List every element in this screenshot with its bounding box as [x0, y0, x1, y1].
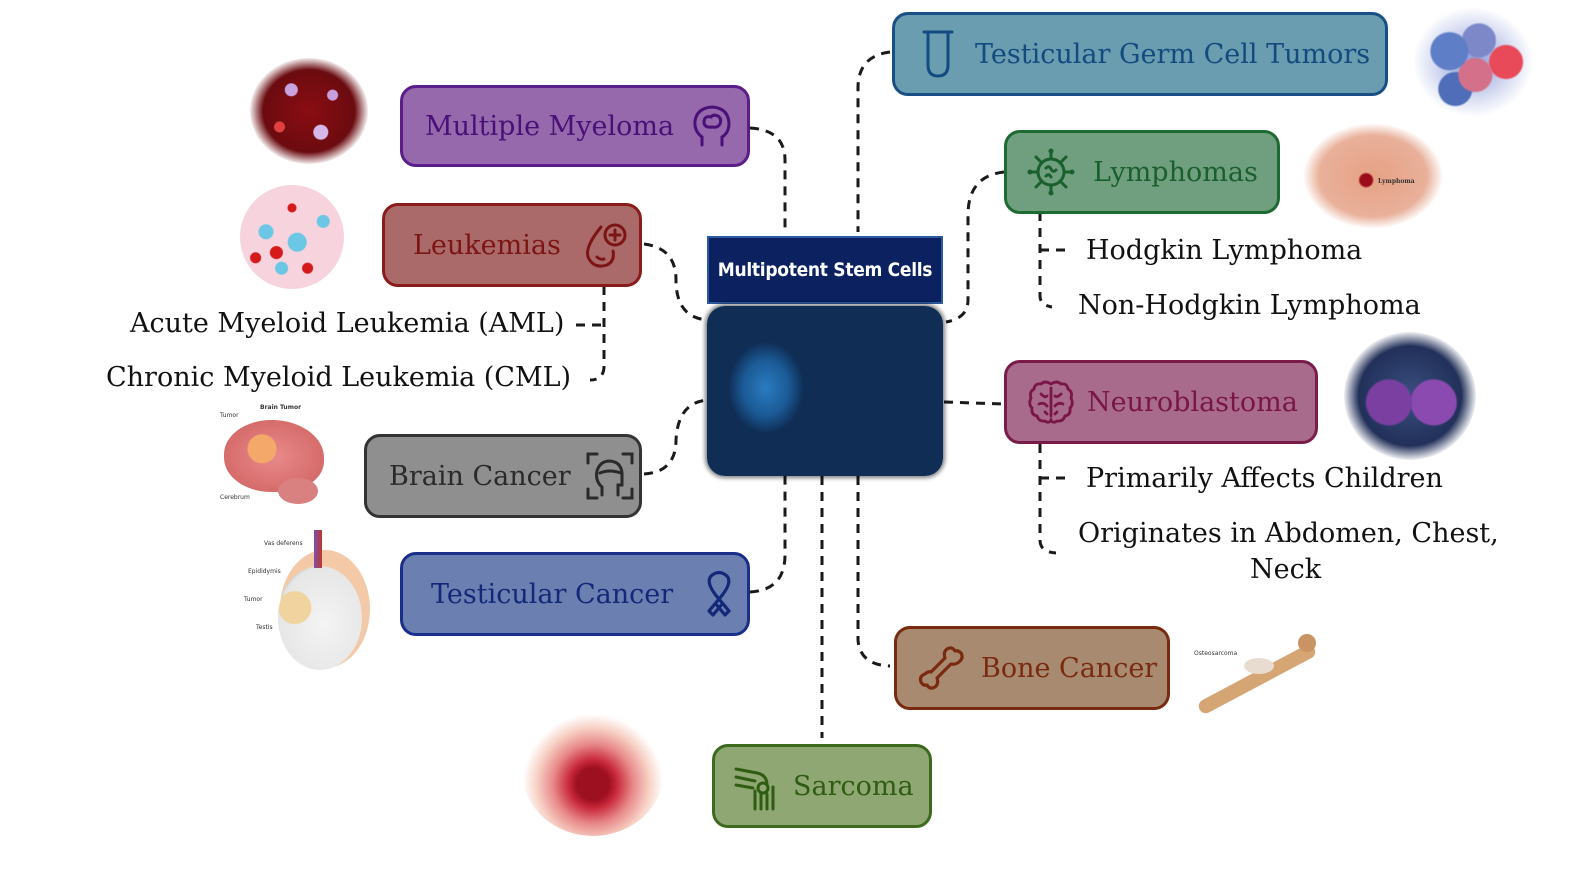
- connector-leukemia-subs: [589, 286, 606, 382]
- brain-tumor-image: Brain Tumor Tumor Cerebrum: [218, 404, 330, 506]
- neuroblastoma-image: [1344, 332, 1476, 460]
- connector-bone-cancer: [856, 476, 891, 668]
- node-label: Bone Cancer: [981, 652, 1158, 684]
- connector-neuroblastoma: [943, 400, 1005, 406]
- connector-brain-cancer: [643, 398, 709, 476]
- connector-testicular-cancer: [749, 476, 787, 594]
- germ-cell-tumor-image: [1414, 8, 1532, 116]
- node-label: Neuroblastoma: [1087, 386, 1298, 418]
- lymphoma-image: Lymphoma: [1304, 124, 1442, 228]
- sarcoma-image: [522, 706, 664, 836]
- connector-lymphomas: [945, 170, 1005, 324]
- brain-image-label-cerebrum: Cerebrum: [220, 494, 250, 501]
- testis-label-tumor: Tumor: [244, 596, 263, 603]
- node-bone-cancer[interactable]: Bone Cancer: [894, 626, 1170, 710]
- node-label: Lymphomas: [1093, 156, 1258, 188]
- blood-drop-plus-icon: [585, 223, 627, 268]
- stem-cells-image: [707, 306, 943, 476]
- subitem-non-hodgkin: Non-Hodgkin Lymphoma: [1078, 290, 1421, 321]
- multiple-myeloma-image: [250, 58, 368, 164]
- node-label: Sarcoma: [793, 770, 914, 802]
- node-lymphomas[interactable]: Lymphomas: [1004, 130, 1280, 214]
- node-sarcoma[interactable]: Sarcoma: [712, 744, 932, 828]
- center-title: Multipotent Stem Cells: [707, 236, 943, 304]
- connector-testicular-germ-cell: [856, 50, 891, 232]
- subitem-aml: Acute Myeloid Leukemia (AML): [130, 308, 565, 339]
- bone-icon: [918, 646, 964, 690]
- testis-anatomy-image: Vas deferens Epididymis Tumor Testis: [242, 530, 374, 676]
- subitem-cml: Chronic Myeloid Leukemia (CML): [106, 362, 572, 393]
- testis-label-vas: Vas deferens: [264, 540, 303, 547]
- brain-icon: [1028, 380, 1074, 424]
- awareness-ribbon-icon: [707, 570, 731, 617]
- subitem-originates-in: Originates in Abdomen, Chest,: [1078, 518, 1499, 549]
- testis-label-testis: Testis: [256, 624, 273, 631]
- subitem-hodgkin: Hodgkin Lymphoma: [1086, 235, 1363, 266]
- brain-image-title: Brain Tumor: [260, 404, 302, 411]
- head-scan-icon: [586, 452, 634, 500]
- connector-multiple-myeloma: [749, 126, 787, 232]
- node-testicular-cancer[interactable]: Testicular Cancer: [400, 552, 750, 636]
- node-neuroblastoma[interactable]: Neuroblastoma: [1004, 360, 1318, 444]
- test-tube-icon: [922, 30, 954, 78]
- lymphoma-image-label: Lymphoma: [1378, 178, 1415, 185]
- node-brain-cancer[interactable]: Brain Cancer: [364, 434, 642, 518]
- leukemia-image: [240, 185, 344, 289]
- node-label: Multiple Myeloma: [425, 110, 675, 142]
- node-label: Testicular Germ Cell Tumors: [975, 38, 1371, 70]
- subitem-originates-in-line2: Neck: [1250, 554, 1322, 585]
- brain-image-label-tumor: Tumor: [220, 412, 239, 419]
- node-label: Testicular Cancer: [431, 578, 674, 610]
- connector-neuro-subs: [1038, 444, 1057, 555]
- node-label: Brain Cancer: [389, 460, 571, 492]
- center-title-text: Multipotent Stem Cells: [717, 259, 933, 281]
- node-label: Leukemias: [413, 229, 561, 261]
- head-profile-icon: [693, 105, 731, 147]
- testis-label-epididymis: Epididymis: [248, 568, 281, 575]
- node-leukemias[interactable]: Leukemias: [382, 203, 642, 287]
- connector-leukemias: [643, 242, 709, 322]
- connector-lymphoma-subs: [1038, 212, 1053, 309]
- osteosarcoma-bone-image: Osteosarcoma: [1192, 634, 1322, 720]
- knee-joint-icon: [734, 767, 775, 811]
- node-testicular-germ-cell-tumors[interactable]: Testicular Germ Cell Tumors: [892, 12, 1388, 96]
- bone-image-label: Osteosarcoma: [1194, 650, 1238, 657]
- subitem-primarily-affects-children: Primarily Affects Children: [1086, 463, 1443, 494]
- node-multiple-myeloma[interactable]: Multiple Myeloma: [400, 85, 750, 167]
- virus-icon: [1027, 148, 1075, 196]
